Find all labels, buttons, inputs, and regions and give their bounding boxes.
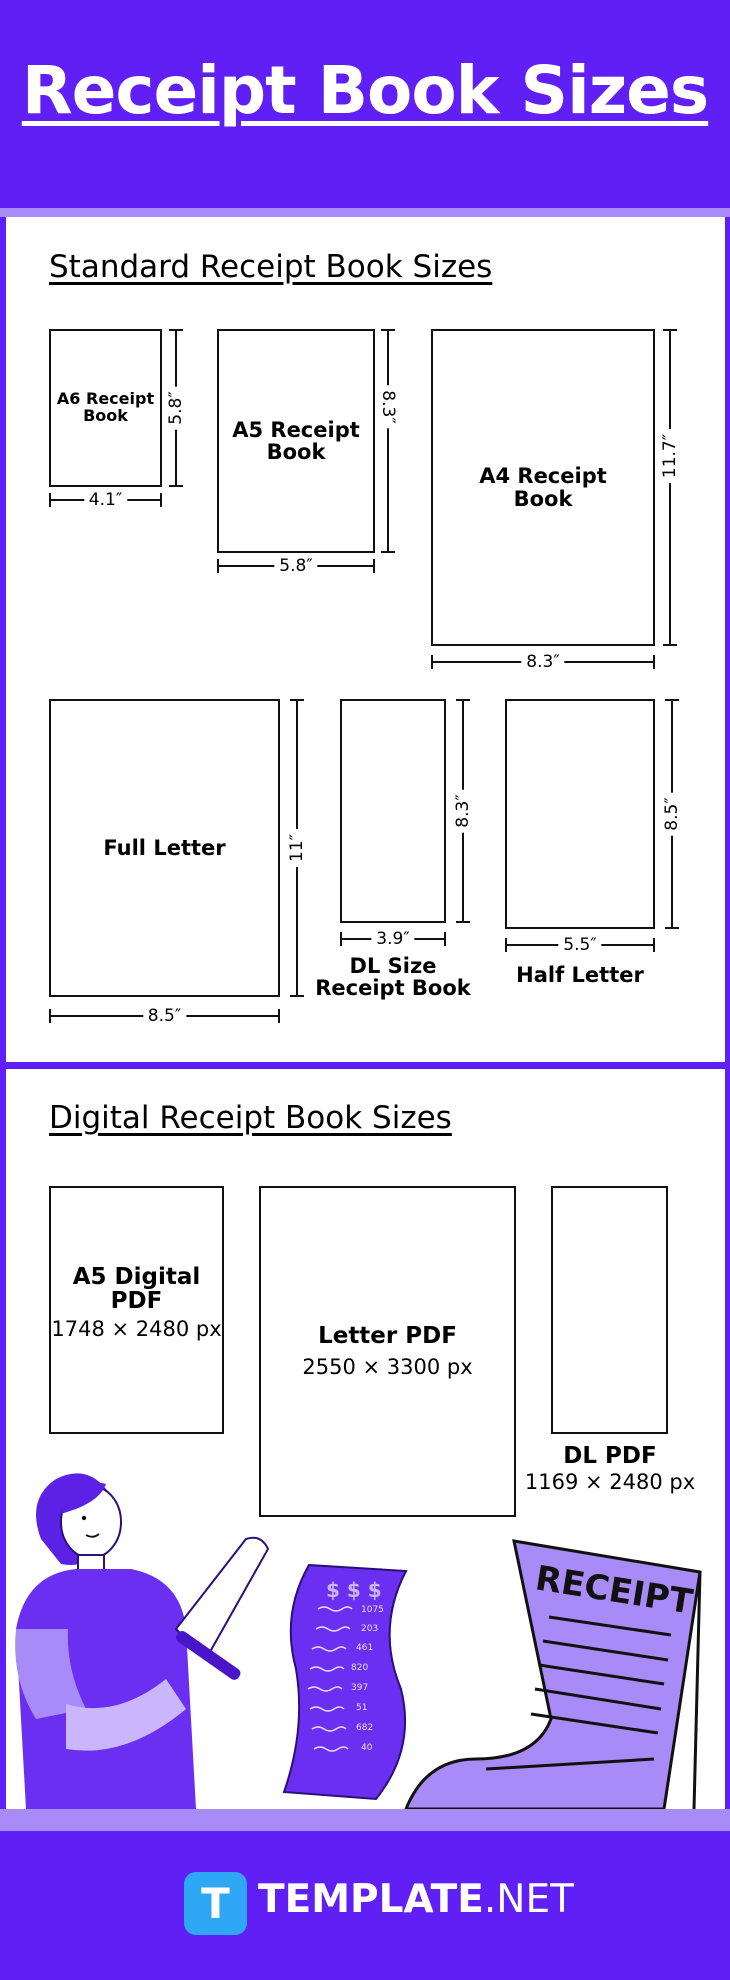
bill-amount: 51 (356, 1703, 367, 1713)
a5-receipt-book-label: A5 Receipt Book (232, 417, 360, 464)
brand-name-bold: TEMPLATE (258, 1877, 484, 1922)
template-logo-icon[interactable]: T (184, 1872, 247, 1935)
header-banner (0, 0, 730, 208)
a5-height-label: 8.3″ (378, 385, 398, 430)
a5-digital-pdf-dims: 1748 × 2480 px (51, 1317, 222, 1342)
full-letter-box: Full Letter (49, 699, 280, 997)
a6-width-dimension: 4.1″ (49, 490, 162, 510)
a4-height-label: 11.7″ (660, 428, 680, 483)
receipt-paper-illustration: RECEIPT (404, 1539, 702, 1809)
a4-width-dimension: 8.3″ (431, 652, 655, 672)
woman-illustration (15, 1473, 270, 1809)
dl-height-dimension: 8.3″ (453, 699, 473, 923)
footer (0, 1831, 730, 1980)
half-letter-box (505, 699, 655, 929)
half-letter-width-label: 5.5″ (558, 935, 602, 955)
page-title: Receipt Book Sizes (21, 52, 709, 129)
full-letter-width-dimension: 8.5″ (49, 1006, 280, 1026)
a6-receipt-book-label: A6 Receipt Book (56, 389, 155, 425)
dl-width-label: 3.9″ (371, 929, 415, 949)
standard-section-heading: Standard Receipt Book Sizes (49, 249, 493, 285)
dl-height-label: 8.3″ (453, 789, 473, 833)
brand-name[interactable]: TEMPLATE.NET (258, 1877, 574, 1922)
illustration-floor (0, 1809, 730, 1831)
a5-receipt-book-box: A5 Receipt Book (217, 329, 375, 553)
bill-illustration: $ $ $ 1075 203 461 820 397 51 682 40 (282, 1563, 408, 1801)
dl-pdf-box (551, 1186, 668, 1434)
brand-name-suffix: .NET (483, 1877, 574, 1922)
a6-receipt-book-box: A6 Receipt Book (49, 329, 162, 487)
full-letter-height-label: 11″ (287, 829, 307, 867)
bill-amount: 40 (361, 1743, 373, 1753)
bill-dollar-signs: $ $ $ (326, 1578, 382, 1602)
a4-receipt-book-box: A4 Receipt Book (431, 329, 655, 646)
a4-width-label: 8.3″ (521, 652, 565, 672)
a5-width-dimension: 5.8″ (217, 556, 375, 576)
a6-width-label: 4.1″ (83, 490, 128, 510)
letter-pdf-dims: 2550 × 3300 px (302, 1354, 473, 1379)
half-letter-height-dimension: 8.5″ (662, 699, 682, 929)
a5-width-label: 5.8″ (274, 556, 318, 576)
bill-amount: 820 (351, 1663, 368, 1673)
dl-pdf-label: DL PDF (563, 1443, 657, 1469)
a4-receipt-book-label: A4 Receipt Book (479, 464, 607, 511)
a5-height-dimension: 8.3″ (378, 329, 398, 553)
dl-pdf-caption: DL PDF 1169 × 2480 px (520, 1444, 700, 1494)
dl-pdf-dims: 1169 × 2480 px (524, 1470, 696, 1495)
logo-letter: T (201, 1879, 230, 1928)
bill-amount: 682 (356, 1723, 373, 1733)
letter-pdf-label: Letter PDF (318, 1323, 457, 1350)
half-letter-label: Half Letter (516, 963, 644, 987)
header-divider (0, 208, 730, 217)
bill-amount: 1075 (361, 1605, 384, 1615)
a4-height-dimension: 11.7″ (660, 329, 680, 646)
half-letter-height-label: 8.5″ (662, 792, 682, 836)
bill-amount: 397 (351, 1683, 368, 1693)
dl-receipt-book-box (340, 699, 446, 923)
a5-digital-pdf-label: A5 Digital PDF (72, 1263, 201, 1314)
digital-sizes-panel: $ $ $ 1075 203 461 820 397 51 682 40 (6, 1069, 725, 1809)
bill-amount: 461 (356, 1643, 373, 1653)
receipt-illustration: $ $ $ 1075 203 461 820 397 51 682 40 (15, 1473, 702, 1809)
dl-receipt-book-label: DL Size Receipt Book (315, 954, 471, 1001)
a6-height-dimension: 5.8″ (166, 329, 186, 487)
digital-section-heading: Digital Receipt Book Sizes (49, 1100, 452, 1136)
full-letter-label: Full Letter (103, 835, 226, 860)
dl-width-dimension: 3.9″ (340, 929, 446, 949)
a5-digital-pdf-box: A5 Digital PDF 1748 × 2480 px (49, 1186, 224, 1434)
bill-amount: 203 (361, 1624, 378, 1634)
full-letter-width-label: 8.5″ (142, 1006, 187, 1026)
half-letter-width-dimension: 5.5″ (505, 935, 655, 955)
full-letter-height-dimension: 11″ (287, 699, 307, 997)
a6-height-label: 5.8″ (166, 386, 186, 430)
letter-pdf-box: Letter PDF 2550 × 3300 px (259, 1186, 516, 1517)
